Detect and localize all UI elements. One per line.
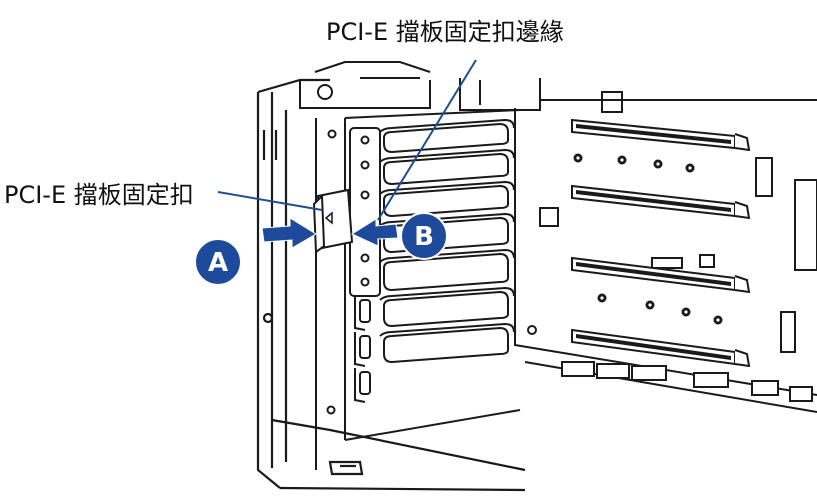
push-arrow-a	[261, 217, 317, 249]
bottom-connectors	[561, 361, 813, 402]
leader-line-clip-edge	[377, 59, 477, 221]
standoff-hole	[645, 300, 655, 310]
pcie-slots	[571, 118, 751, 368]
standoff-hole	[713, 315, 723, 325]
standoff-hole	[681, 307, 691, 317]
slot-cover	[379, 118, 515, 154]
pcie-slot	[571, 118, 751, 152]
step-label-b: B	[414, 222, 434, 252]
slot-cover	[379, 148, 515, 186]
pcie-retention-clip[interactable]	[312, 188, 354, 254]
standoff-hole	[597, 293, 607, 303]
slot-cover-lower	[354, 368, 371, 403]
pcie-slot	[571, 256, 751, 294]
slot-cover	[379, 212, 515, 254]
slot-cover	[379, 180, 515, 218]
callout-clip: PCI-E 擋板固定扣	[4, 181, 194, 209]
chassis-left-wall	[256, 78, 526, 492]
slot-covers	[354, 118, 515, 403]
standoff-hole	[653, 159, 663, 169]
standoff-hole	[573, 153, 583, 163]
push-arrow-b	[350, 218, 399, 247]
slot-cover-lower	[354, 296, 371, 331]
step-label-a: A	[208, 248, 228, 278]
standoff-holes	[573, 153, 723, 325]
pcie-slot	[571, 328, 751, 368]
leader-line-clip	[217, 191, 323, 211]
slot-cover	[379, 248, 515, 292]
standoff-hole	[617, 155, 627, 165]
top-fan-housing	[299, 61, 541, 470]
step-badge-a: A	[194, 238, 242, 286]
step-badge-b: B	[400, 212, 448, 260]
pcie-slot	[571, 184, 751, 220]
slot-cover	[379, 286, 515, 328]
slot-cover-lower	[354, 332, 371, 367]
callout-clip-edge: PCI-E 擋板固定扣邊緣	[326, 18, 564, 46]
standoff-hole	[685, 163, 695, 173]
slot-cover	[379, 322, 515, 364]
